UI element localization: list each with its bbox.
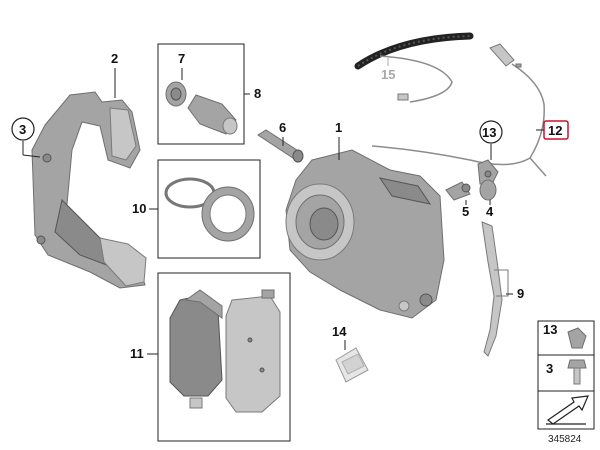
callout-5[interactable]: 5	[462, 200, 469, 219]
svg-text:3: 3	[19, 122, 26, 137]
legend-panel: 13 3	[537, 320, 595, 430]
svg-text:1: 1	[335, 120, 342, 135]
dust-boot-part[interactable]	[165, 81, 187, 107]
svg-text:10: 10	[132, 201, 146, 216]
wear-sensor-cable-part[interactable]	[354, 32, 474, 103]
svg-text:3: 3	[546, 361, 553, 376]
grease-packet-part[interactable]	[335, 347, 369, 383]
callout-4[interactable]: 4	[486, 200, 494, 219]
arrow-icon	[546, 395, 589, 425]
callout-15[interactable]: 15	[381, 58, 395, 82]
anti-rattle-spring-part[interactable]	[481, 221, 509, 357]
callout-14[interactable]: 14	[332, 324, 347, 350]
svg-text:8: 8	[254, 86, 261, 101]
piston-boot-part[interactable]	[201, 186, 255, 242]
callout-7[interactable]: 7	[178, 51, 185, 80]
svg-text:15: 15	[381, 67, 395, 82]
callout-1[interactable]: 1	[335, 120, 342, 160]
brake-pads-box	[157, 272, 291, 442]
svg-text:14: 14	[332, 324, 347, 339]
callout-10[interactable]: 10	[132, 201, 158, 216]
svg-text:4: 4	[486, 204, 494, 219]
callout-13[interactable]: 13	[479, 120, 503, 160]
callout-11[interactable]: 11	[130, 346, 158, 361]
svg-text:13: 13	[543, 322, 557, 337]
svg-text:13: 13	[482, 125, 496, 140]
svg-text:9: 9	[517, 286, 524, 301]
svg-text:2: 2	[111, 51, 118, 66]
svg-text:11: 11	[130, 346, 144, 361]
legend-item-13[interactable]: 13	[543, 322, 587, 349]
svg-text:6: 6	[279, 120, 286, 135]
guide-sleeve-part[interactable]	[187, 94, 238, 135]
callout-3[interactable]: 3	[11, 117, 41, 158]
callout-6[interactable]: 6	[279, 120, 286, 146]
legend-item-3[interactable]: 3	[546, 359, 587, 385]
svg-text:12: 12	[548, 123, 562, 138]
sensor-clip-part[interactable]	[477, 159, 499, 185]
guide-pin-part[interactable]	[257, 129, 304, 163]
dust-cap-part[interactable]	[479, 179, 497, 201]
brake-pad-outer-part[interactable]	[225, 289, 281, 413]
brake-pad-inner-part[interactable]	[169, 289, 223, 409]
bolt-icon	[567, 359, 587, 385]
callout-2[interactable]: 2	[111, 51, 118, 98]
diagram-reference-number: 345824	[548, 434, 582, 445]
callout-8[interactable]: 8	[244, 86, 261, 101]
caliper-carrier-part[interactable]	[31, 91, 147, 289]
svg-text:7: 7	[178, 51, 185, 66]
callout-9[interactable]: 9	[506, 286, 524, 301]
brake-pad-wear-sensor-part[interactable]	[371, 43, 547, 177]
callout-12-highlighted[interactable]: 12	[536, 120, 569, 140]
bleeder-screw-part[interactable]	[445, 181, 471, 201]
svg-text:5: 5	[462, 204, 469, 219]
brake-caliper-part[interactable]	[285, 149, 445, 319]
